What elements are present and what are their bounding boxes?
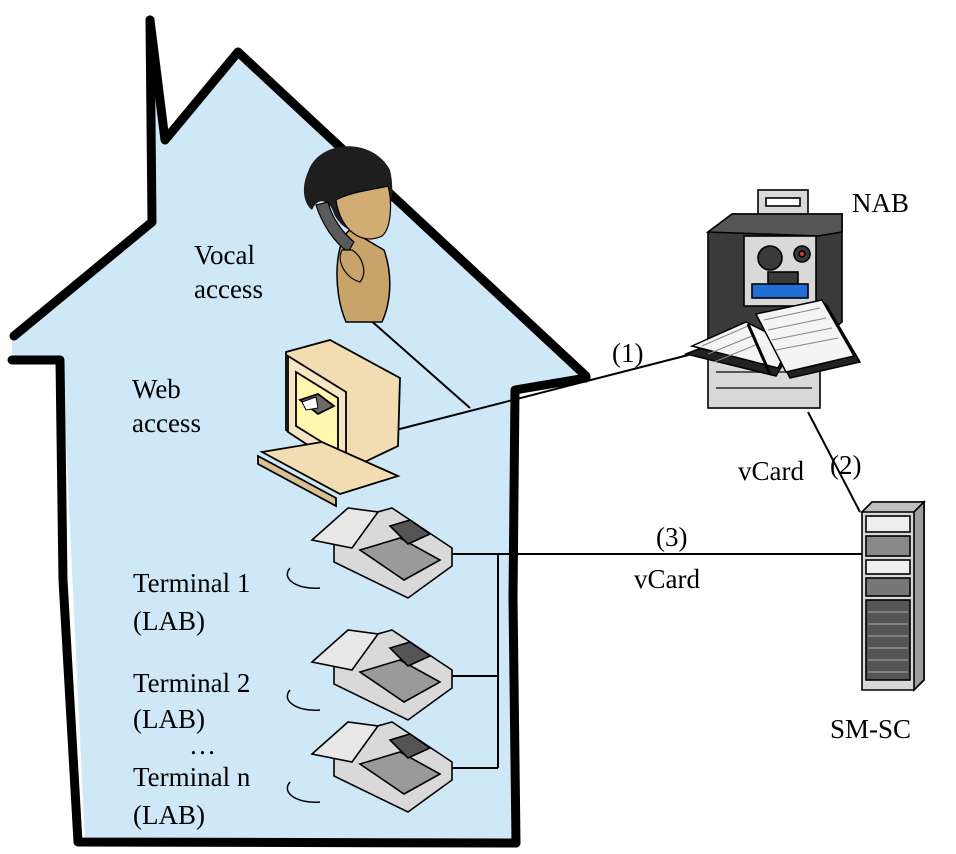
web-label-line-1: Web (132, 374, 181, 404)
connection-lines (367, 317, 862, 769)
vocal-label-line-1: Vocal (194, 240, 255, 270)
house-outline (7, 15, 591, 848)
vocal-label-line-2: access (194, 274, 263, 304)
smsc-label: SM-SC (830, 714, 912, 744)
desk-phone-icon (286, 721, 453, 813)
smsc-server-rack-icon (860, 500, 926, 692)
link-3-label: (3) (656, 522, 688, 552)
person-on-phone-icon (303, 146, 393, 323)
link-1-label: (1) (612, 338, 644, 368)
terminals-ellipsis: … (189, 730, 216, 760)
terminal-1-label: Terminal 1 (LAB) (133, 566, 250, 638)
terminal-2-label-line-2: (LAB) (133, 704, 205, 734)
link-2-label: (2) (830, 450, 862, 480)
terminal-n-label-line-2: (LAB) (133, 800, 205, 830)
terminal-n-label: Terminal n (LAB) (133, 760, 250, 832)
desk-phone-icon (286, 629, 453, 721)
vocal-access-label: Vocal access (194, 238, 263, 306)
desk-phone-icon (286, 507, 453, 599)
web-label-line-2: access (132, 408, 201, 438)
terminal-2-label-line-1: Terminal 2 (133, 668, 251, 698)
nab-label: NAB (852, 188, 910, 218)
link-3-vcard-label: vCard (634, 564, 700, 594)
terminal-2-label: Terminal 2 (LAB) (133, 666, 250, 736)
terminal-1-label-line-1: Terminal 1 (133, 568, 251, 598)
terminal-n-label-line-1: Terminal n (133, 762, 251, 792)
computer-icon (257, 339, 401, 508)
terminal-1-label-line-2: (LAB) (133, 606, 205, 636)
web-access-label: Web access (132, 372, 201, 440)
link-2-vcard-label: vCard (738, 456, 804, 486)
address-book-icon (683, 299, 862, 379)
